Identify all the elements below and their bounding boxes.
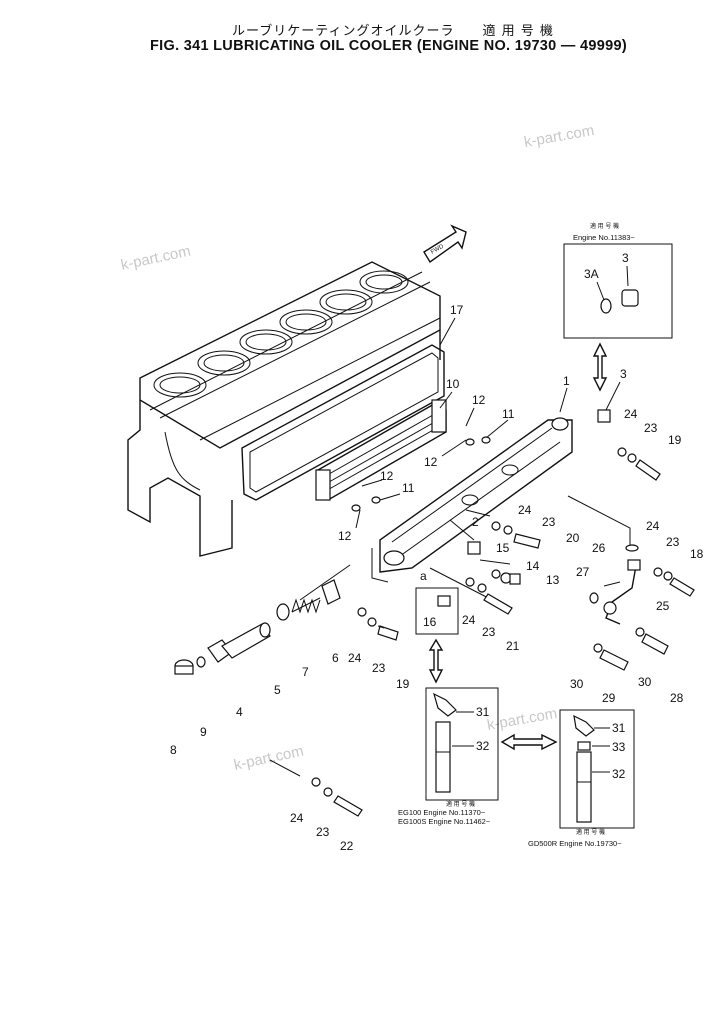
inset-br-line1: GD500R Engine No.19730~	[528, 839, 622, 848]
callout-label: 24	[518, 503, 532, 517]
fwd-arrow-icon: FWD	[423, 224, 467, 264]
inset-br-jp: 適 用 号 機	[576, 828, 605, 836]
callout-label: 17	[450, 303, 464, 317]
callout-label: 32	[612, 767, 626, 781]
inset-bl-line1: EG100 Engine No.11370~	[398, 808, 486, 817]
inset-a: a 16	[415, 569, 459, 684]
leader-lines	[269, 317, 631, 777]
callout-label: 19	[396, 677, 410, 691]
callout-label: 6	[332, 651, 339, 665]
callout-label: 23	[666, 535, 680, 549]
fwd-label: FWD	[430, 243, 445, 255]
callout-label: 16	[423, 615, 437, 629]
watermark: k-part.com	[523, 122, 596, 151]
callout-label: 1	[563, 374, 570, 388]
callout-label: 11	[502, 407, 515, 421]
inset-top-engine: Engine No.11383~	[573, 233, 635, 242]
inset-bottom-left: 31 32 適 用 号 機 EG100 Engine No.11370~ EG1…	[398, 687, 499, 826]
callout-label: 10	[446, 377, 460, 391]
callout-label: 20	[566, 531, 580, 545]
inset-top: 適 用 号 機 Engine No.11383~ 3 3A	[563, 222, 673, 392]
callout-label: 18	[690, 547, 704, 561]
inset-bl-line2: EG100S Engine No.11462~	[398, 817, 491, 826]
callout-label: 26	[592, 541, 606, 555]
callout-label: 24	[462, 613, 476, 627]
callout-label: 13	[546, 573, 560, 587]
callout-label: 24	[290, 811, 304, 825]
callout-label: 8	[170, 743, 177, 757]
engine-block	[127, 261, 441, 557]
callout-label: 3	[620, 367, 627, 381]
callout-label: 23	[372, 661, 386, 675]
callout-label: 24	[624, 407, 638, 421]
callout-label: 19	[668, 433, 682, 447]
callout-label: 2	[472, 515, 479, 529]
callout-label: 3A	[584, 267, 599, 281]
callout-label: 25	[656, 599, 670, 613]
watermark: k-part.com	[232, 743, 305, 774]
callout-label: 14	[526, 559, 540, 573]
callout-label: 32	[476, 739, 490, 753]
inset-top-jp: 適 用 号 機	[590, 222, 619, 230]
callout-label: 27	[576, 565, 590, 579]
callouts: 17 10 12 11 12 12 11 12 1 3 24 23 19 2 2…	[170, 303, 704, 853]
cooler-element	[315, 399, 447, 501]
inset-bottom-right: 31 33 32 適 用 号 機 GD500R Engine No.19730~	[528, 709, 635, 848]
callout-label: 7	[302, 665, 309, 679]
figure-title: FIG. 341 LUBRICATING OIL COOLER (ENGINE …	[150, 38, 627, 54]
japanese-title: ルーブリケーティングオイルクーラ 適 用 号 機	[232, 24, 554, 39]
callout-label: 24	[348, 651, 362, 665]
callout-label: 12	[472, 393, 486, 407]
callout-label: 33	[612, 740, 626, 754]
callout-label: 21	[506, 639, 520, 653]
loose-parts	[174, 409, 695, 817]
callout-label: 22	[340, 839, 354, 853]
callout-label: 23	[542, 515, 556, 529]
callout-label: 15	[496, 541, 510, 555]
callout-label: 3	[622, 251, 629, 265]
callout-label: a	[420, 569, 427, 583]
callout-label: 12	[338, 529, 352, 543]
callout-label: 30	[570, 677, 584, 691]
callout-label: 5	[274, 683, 281, 697]
watermark: k-part.com	[486, 705, 559, 734]
callout-label: 12	[424, 455, 438, 469]
inset-bl-jp: 適 用 号 機	[446, 800, 475, 808]
callout-label: 11	[402, 481, 415, 495]
callout-label: 31	[612, 721, 626, 735]
callout-label: 30	[638, 675, 652, 689]
callout-label: 23	[316, 825, 330, 839]
watermark: k-part.com	[119, 243, 192, 274]
callout-label: 24	[646, 519, 660, 533]
callout-label: 4	[236, 705, 243, 719]
callout-label: 12	[380, 469, 394, 483]
gasket	[241, 344, 445, 501]
callout-label: 28	[670, 691, 684, 705]
callout-label: 29	[602, 691, 616, 705]
cooler-cover	[371, 417, 573, 583]
callout-label: 23	[482, 625, 496, 639]
callout-label: 9	[200, 725, 207, 739]
callout-label: 23	[644, 421, 658, 435]
callout-label: 31	[476, 705, 490, 719]
double-arrow-icon	[500, 733, 558, 751]
